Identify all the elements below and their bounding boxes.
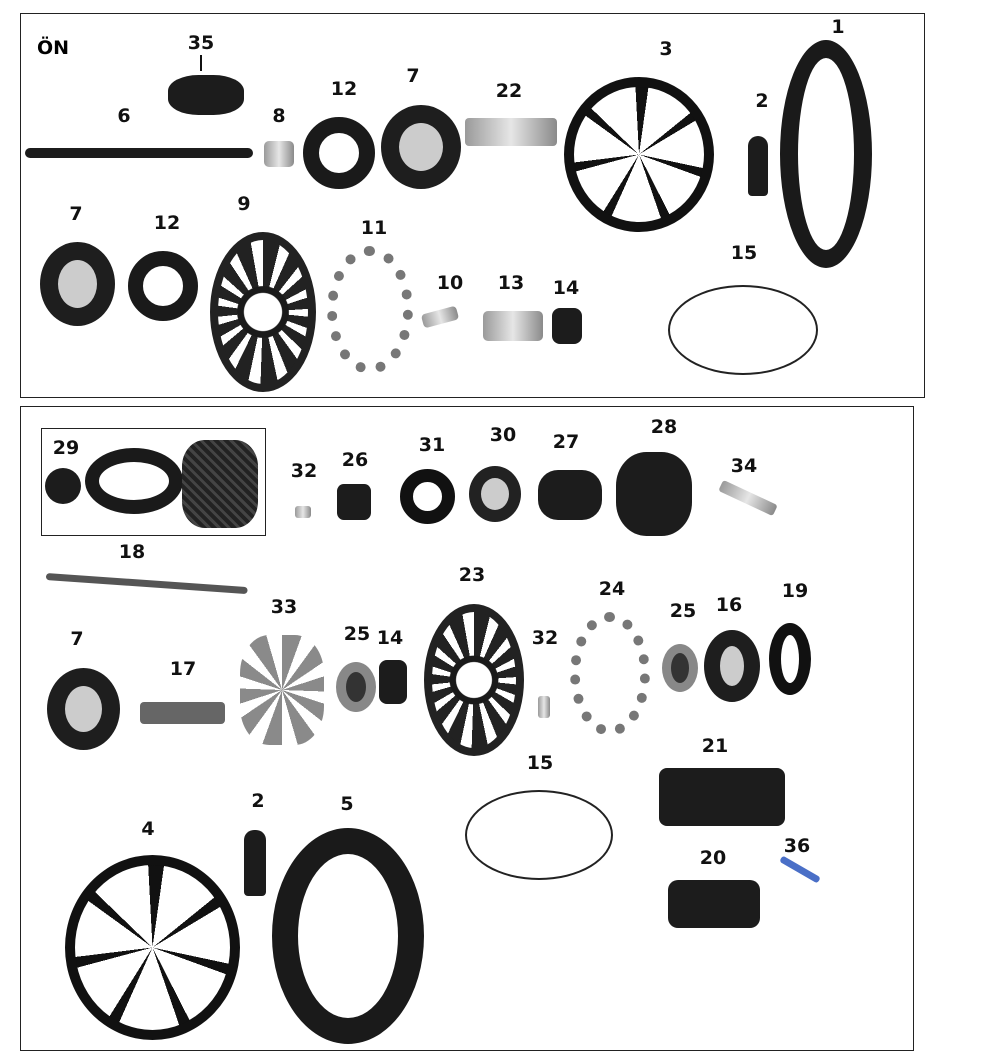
label-14: 14 xyxy=(552,277,580,299)
label-6: 6 xyxy=(117,105,131,127)
part-8-spacer xyxy=(264,141,294,167)
label-22: 22 xyxy=(495,80,523,102)
label-32: 32 xyxy=(290,460,318,482)
part-6-front-axle xyxy=(25,148,253,158)
label-1: 1 xyxy=(831,16,845,38)
label-35: 35 xyxy=(187,32,215,54)
part-29-rear-sprocket xyxy=(85,448,183,514)
part-33-damper-rubbers xyxy=(240,635,324,745)
part-26-spacer xyxy=(337,484,371,520)
label-2: 2 xyxy=(755,90,769,112)
label-28: 28 xyxy=(650,416,678,438)
part-23-rear-brake-disc xyxy=(424,604,524,756)
part-30-bearing xyxy=(469,466,521,522)
part-14-nut xyxy=(552,308,582,344)
part-2-valve xyxy=(748,136,768,196)
label-7b: 7 xyxy=(69,203,83,225)
label-4: 4 xyxy=(141,818,155,840)
label-26: 26 xyxy=(341,449,369,471)
label-31: 31 xyxy=(418,434,446,456)
label-25: 25 xyxy=(343,623,371,645)
label-32b: 32 xyxy=(531,627,559,649)
part-32-bolt-b xyxy=(538,696,550,718)
part-11-abs-ring xyxy=(327,246,413,374)
label-27: 27 xyxy=(552,431,580,453)
label-14-rear: 14 xyxy=(376,627,404,649)
part-28-sprocket-carrier xyxy=(616,452,692,536)
label-12b: 12 xyxy=(153,212,181,234)
front-wheel-panel: ÖN xyxy=(20,13,925,398)
part-29-chain xyxy=(182,440,258,528)
label-7-rear: 7 xyxy=(70,628,84,650)
label-5: 5 xyxy=(340,793,354,815)
part-1-front-tire xyxy=(780,40,872,268)
leader-35 xyxy=(200,55,202,71)
label-33: 33 xyxy=(270,596,298,618)
label-17: 17 xyxy=(169,658,197,680)
part-22-sleeve xyxy=(465,118,557,146)
part-31-oil-seal xyxy=(400,469,455,524)
front-heading: ÖN xyxy=(37,37,70,59)
label-34: 34 xyxy=(730,455,758,477)
part-27-sprocket-flange-sleeve xyxy=(538,470,602,520)
part-13-bushing xyxy=(483,311,543,341)
part-2-valve-rear xyxy=(244,830,266,896)
part-21-chain-adjuster xyxy=(659,768,785,826)
rear-wheel-panel xyxy=(20,406,914,1051)
label-11: 11 xyxy=(360,217,388,239)
part-29-front-sprocket xyxy=(45,468,81,504)
part-20-adjuster-block xyxy=(668,880,760,928)
part-12-oil-seal xyxy=(303,117,375,189)
label-15: 15 xyxy=(730,242,758,264)
part-7-bearing-b xyxy=(40,242,115,326)
label-2-rear: 2 xyxy=(251,790,265,812)
label-25b: 25 xyxy=(669,600,697,622)
label-13: 13 xyxy=(497,272,525,294)
part-35-hub-cap xyxy=(168,75,244,115)
label-9: 9 xyxy=(237,193,251,215)
part-16-bearing xyxy=(704,630,760,702)
part-9-front-brake-disc xyxy=(210,232,316,392)
part-7-bearing-rear xyxy=(47,668,120,750)
drive-kit-box xyxy=(41,428,266,536)
label-20: 20 xyxy=(699,847,727,869)
part-12-oil-seal-b xyxy=(128,251,198,321)
label-18: 18 xyxy=(118,541,146,563)
part-4-rear-rim xyxy=(65,855,240,1040)
label-36: 36 xyxy=(783,835,811,857)
label-24: 24 xyxy=(598,578,626,600)
part-25-bearing-b xyxy=(662,644,698,692)
label-12: 12 xyxy=(330,78,358,100)
label-3: 3 xyxy=(659,38,673,60)
part-5-rear-tire xyxy=(272,828,424,1044)
label-23: 23 xyxy=(458,564,486,586)
part-3-front-rim xyxy=(564,77,714,232)
label-16: 16 xyxy=(715,594,743,616)
label-15-rear: 15 xyxy=(526,752,554,774)
label-30: 30 xyxy=(489,424,517,446)
part-25-bearing xyxy=(336,662,376,712)
label-10: 10 xyxy=(436,272,464,294)
label-29: 29 xyxy=(52,437,80,459)
label-8: 8 xyxy=(272,105,286,127)
label-19: 19 xyxy=(781,580,809,602)
label-7: 7 xyxy=(406,65,420,87)
part-15-abs-sensor-cable xyxy=(668,285,818,375)
part-19-oil-seal xyxy=(769,623,811,695)
part-32-bolt xyxy=(295,506,311,518)
part-17-sleeve xyxy=(140,702,225,724)
label-21: 21 xyxy=(701,735,729,757)
part-24-abs-ring-rear xyxy=(570,612,650,736)
part-7-bearing xyxy=(381,105,461,189)
part-15-abs-sensor-cable-rear xyxy=(465,790,613,880)
part-14-nut-rear xyxy=(379,660,407,704)
